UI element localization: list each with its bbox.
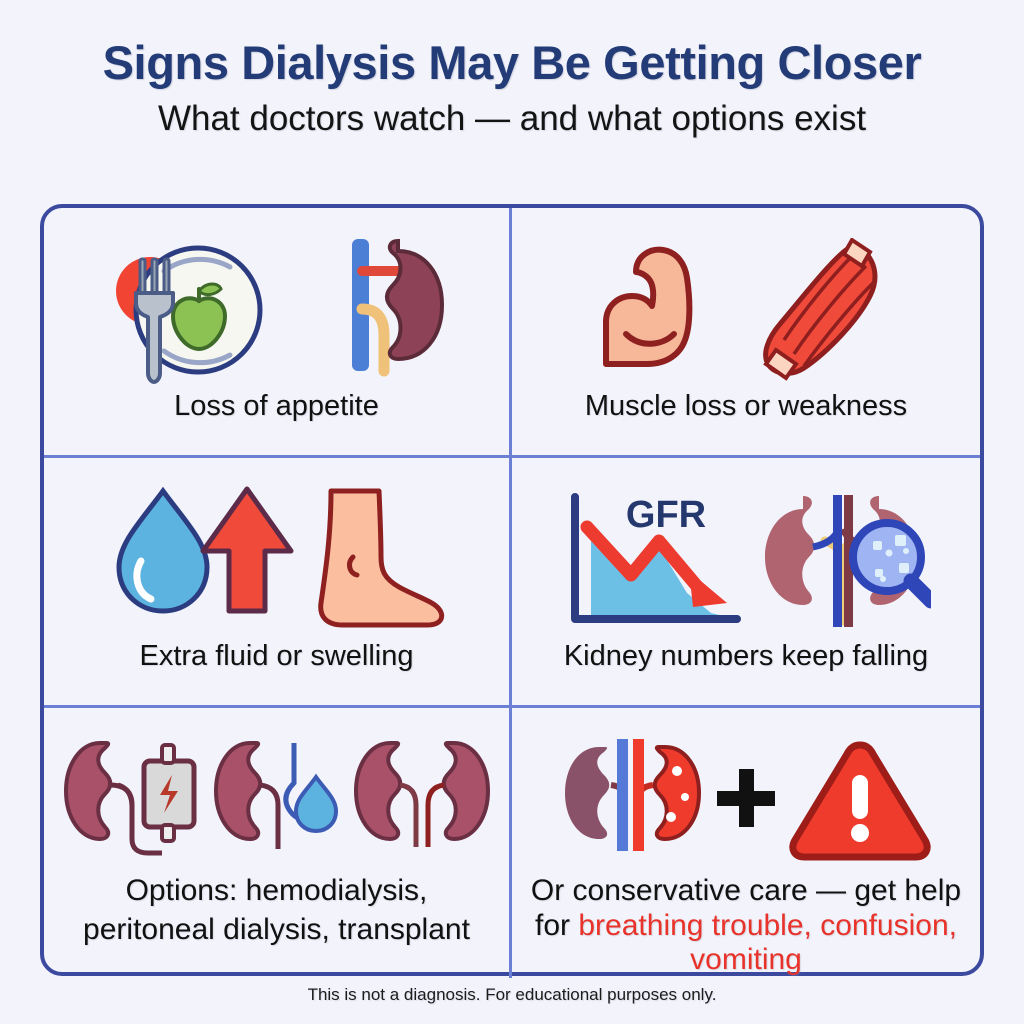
cell-icons	[557, 730, 935, 870]
footer-disclaimer: This is not a diagnosis. For educational…	[307, 985, 717, 1004]
cell-treatment-options: Options: hemodialysis, peritoneal dialys…	[44, 708, 512, 978]
cell-icons	[107, 480, 447, 640]
up-arrow-icon	[200, 486, 293, 614]
apple-icon	[170, 282, 227, 352]
cell-kidney-numbers: GFR	[512, 458, 980, 708]
cell-label: Extra fluid or swelling	[139, 640, 414, 672]
flexed-bicep-icon	[603, 246, 693, 367]
kidney-transplant-icon	[353, 740, 490, 847]
muscle-fiber-icon	[763, 237, 878, 381]
cell-icons	[102, 230, 452, 390]
page-subtitle: What doctors watch — and what options ex…	[157, 98, 867, 138]
cell-label-black-part: Or conservative care — get help for	[530, 874, 962, 942]
plus-sign-icon	[717, 769, 775, 827]
water-drop-icon	[115, 486, 210, 614]
cell-label-line1: Options: hemodialysis,	[125, 874, 428, 907]
cell-label: Or conservative care — get help for brea…	[512, 874, 980, 978]
signs-grid: Loss of appetite Muscle loss or weakness	[40, 204, 984, 978]
cell-conservative-care: Or conservative care — get help for brea…	[512, 708, 980, 978]
warning-triangle-icon	[789, 741, 931, 861]
page-title: Signs Dialysis May Be Getting Closer	[102, 36, 922, 89]
cell-icons	[62, 730, 492, 870]
cell-icons: GFR	[561, 480, 931, 640]
cell-label-line2: peritoneal dialysis, transplant	[83, 912, 470, 946]
cell-extra-fluid: Extra fluid or swelling	[44, 458, 512, 708]
header: Signs Dialysis May Be Getting Closer Wha…	[0, 0, 1024, 138]
kidney-vessels-icon	[351, 238, 444, 377]
cell-icons	[596, 230, 896, 390]
chart-gfr-label: GFR	[626, 494, 706, 536]
cell-label: Loss of appetite	[174, 390, 379, 422]
gfr-declining-chart-icon: GFR	[571, 493, 741, 623]
cell-loss-of-appetite: Loss of appetite	[44, 208, 512, 458]
fork-icon	[133, 257, 175, 384]
swollen-foot-icon	[317, 488, 444, 628]
inflamed-kidneys-icon	[565, 739, 702, 851]
peritoneal-dialysis-icon	[213, 740, 338, 849]
plate-fork-apple-icon	[115, 245, 262, 384]
water-drop-and-arrow-icon	[115, 486, 293, 614]
kidneys-magnifier-icon	[765, 495, 931, 627]
cell-muscle-loss: Muscle loss or weakness	[512, 208, 980, 458]
hemodialysis-machine-icon	[63, 740, 196, 856]
cell-label: Muscle loss or weakness	[584, 390, 908, 422]
cell-label-red-part: breathing trouble, confusion, vomiting	[578, 908, 957, 977]
cell-label: Kidney numbers keep falling	[563, 640, 929, 672]
